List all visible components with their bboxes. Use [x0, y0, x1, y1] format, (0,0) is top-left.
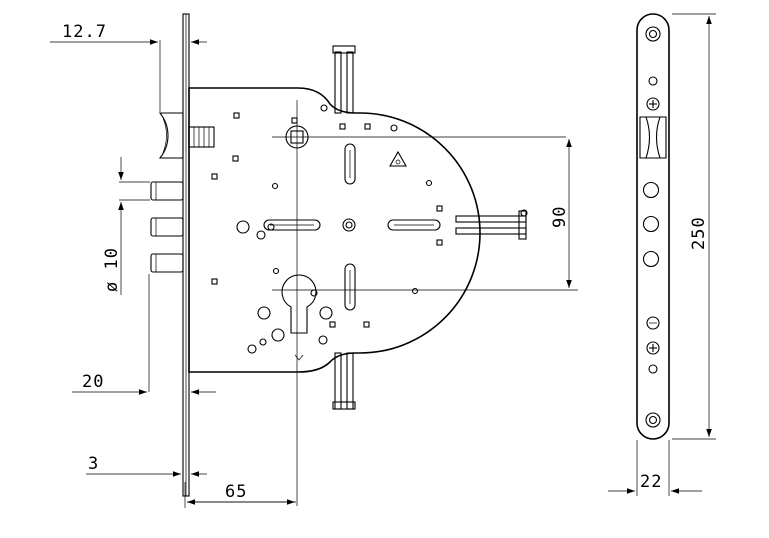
latch-opening: [639, 116, 667, 159]
horizontal-rod: [455, 209, 528, 240]
faceplate-holes: [642, 26, 661, 428]
dim-bolt-diameter-label: ø 10: [102, 247, 122, 292]
latch-bolt: [158, 112, 215, 159]
dim-faceplate-height-label: 250: [689, 216, 709, 250]
dim-bolt-diameter: ø 10: [102, 157, 150, 295]
screw-head-icon: [646, 341, 660, 355]
dim-faceplate-width: 22: [608, 440, 702, 496]
dim-bolt-length: 20: [72, 274, 216, 395]
dim-faceplate-height: 250: [672, 13, 716, 440]
dim-faceplate-thickness-label: 12.7: [62, 22, 107, 42]
dimensions: 12.7 ø 10 20 3 65: [50, 22, 572, 508]
warning-triangle-icon: [389, 150, 407, 167]
dim-plate-thickness-label: 3: [88, 454, 99, 474]
follower-hole: [342, 218, 356, 232]
dim-backset-label: 65: [225, 482, 247, 502]
faceplate-outline: [636, 13, 670, 440]
cylinder-cutout: [281, 274, 317, 334]
mounting-holes: [236, 104, 433, 354]
faceplate-view: 250 22: [608, 13, 716, 496]
dim-backset: 65: [184, 482, 296, 508]
dead-bolts: [150, 181, 184, 273]
dim-faceplate-width-label: 22: [640, 472, 662, 492]
dim-faceplate-thickness: 12.7: [50, 22, 207, 112]
screw-head-icon: [646, 97, 660, 111]
slots: [263, 143, 441, 311]
dim-bolt-length-label: 20: [82, 372, 104, 392]
vertical-rods: [332, 45, 356, 410]
lock-body: [188, 87, 481, 373]
dim-plate-thickness: 3: [86, 454, 207, 477]
lock-front-view: [150, 13, 578, 506]
dim-center-distance: 90: [550, 139, 572, 288]
dim-center-distance-label: 90: [550, 206, 570, 228]
